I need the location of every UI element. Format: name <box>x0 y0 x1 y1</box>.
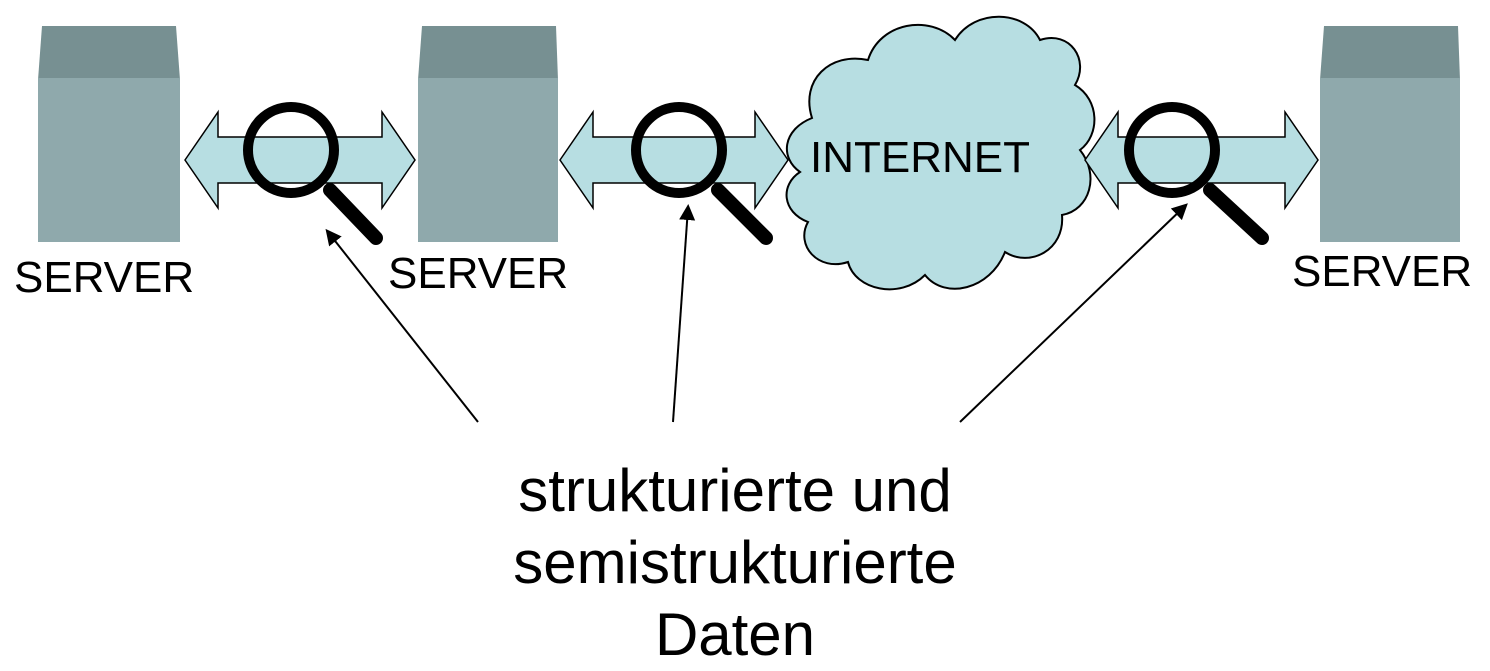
double-arrow-2 <box>559 109 789 211</box>
caption-line-3: Daten <box>654 601 816 668</box>
caption: strukturierte und semistrukturierte Date… <box>395 455 1075 671</box>
magnifier-icon <box>631 102 773 245</box>
pointer-line-1 <box>325 228 479 423</box>
server-1 <box>38 26 180 242</box>
magnifier-icon <box>243 102 383 245</box>
server-3-top <box>1320 26 1460 80</box>
server-1-label: SERVER <box>14 253 195 302</box>
magnifier-icon <box>1124 102 1269 245</box>
internet-label: INTERNET <box>810 133 1030 182</box>
server-1-body <box>38 78 180 242</box>
server-3-label: SERVER <box>1292 247 1473 296</box>
internet-cloud <box>785 15 1096 291</box>
server-1-top <box>38 26 180 80</box>
server-3 <box>1320 26 1460 242</box>
server-2 <box>418 26 558 242</box>
pointer-line-3 <box>959 203 1188 423</box>
double-arrow-1 <box>184 109 416 211</box>
pointer-line-2 <box>672 204 696 423</box>
server-2-top <box>418 26 558 80</box>
server-2-label: SERVER <box>388 249 569 298</box>
caption-line-1: strukturierte und <box>518 457 952 524</box>
double-arrow-3 <box>1084 109 1319 211</box>
server-3-body <box>1320 78 1460 242</box>
caption-line-2: semistrukturierte <box>513 529 957 596</box>
server-2-body <box>418 78 558 242</box>
